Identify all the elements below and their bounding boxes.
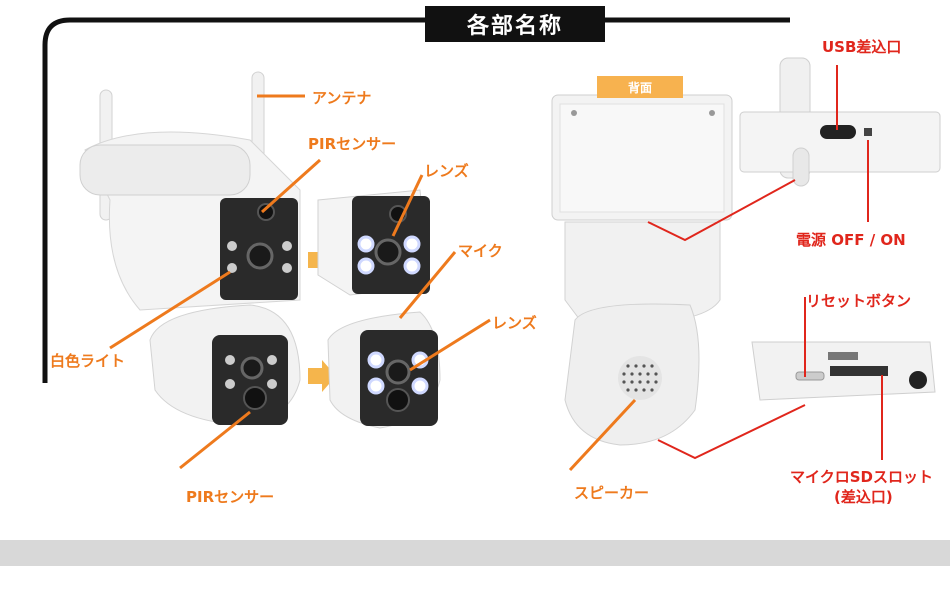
usb-port-detail <box>739 57 941 187</box>
lit-bottom-module <box>327 311 441 429</box>
label-white-light: 白色ライト <box>50 352 126 370</box>
label-antenna: アンテナ <box>312 89 372 107</box>
label-lens-top: レンズ <box>424 162 469 180</box>
back-badge: 背面 <box>597 76 683 98</box>
label-pir-bottom: PIRセンサー <box>186 488 275 506</box>
label-mic: マイク <box>458 242 503 260</box>
label-reset-button: リセットボタン <box>806 292 912 310</box>
label-pir-top: PIRセンサー <box>308 135 397 153</box>
lit-top-module <box>317 189 431 296</box>
label-speaker: スピーカー <box>574 484 650 502</box>
label-sd-slot-line2: (差込口) <box>834 488 893 506</box>
label-usb-port: USB差込口 <box>822 38 902 56</box>
red-leader-lines <box>647 65 883 460</box>
label-power-switch: 電源 OFF / ON <box>796 231 906 249</box>
bottom-gray-band <box>0 540 950 566</box>
back-camera <box>551 94 733 446</box>
label-sd-slot-line1: マイクロSDスロット <box>790 468 933 486</box>
page-title: 各部名称 <box>425 6 605 42</box>
orange-leader-lines <box>109 94 637 472</box>
front-camera <box>79 71 301 426</box>
sd-slot-detail <box>751 341 936 401</box>
frame-left-line <box>42 17 425 383</box>
label-lens-bottom: レンズ <box>492 314 537 332</box>
